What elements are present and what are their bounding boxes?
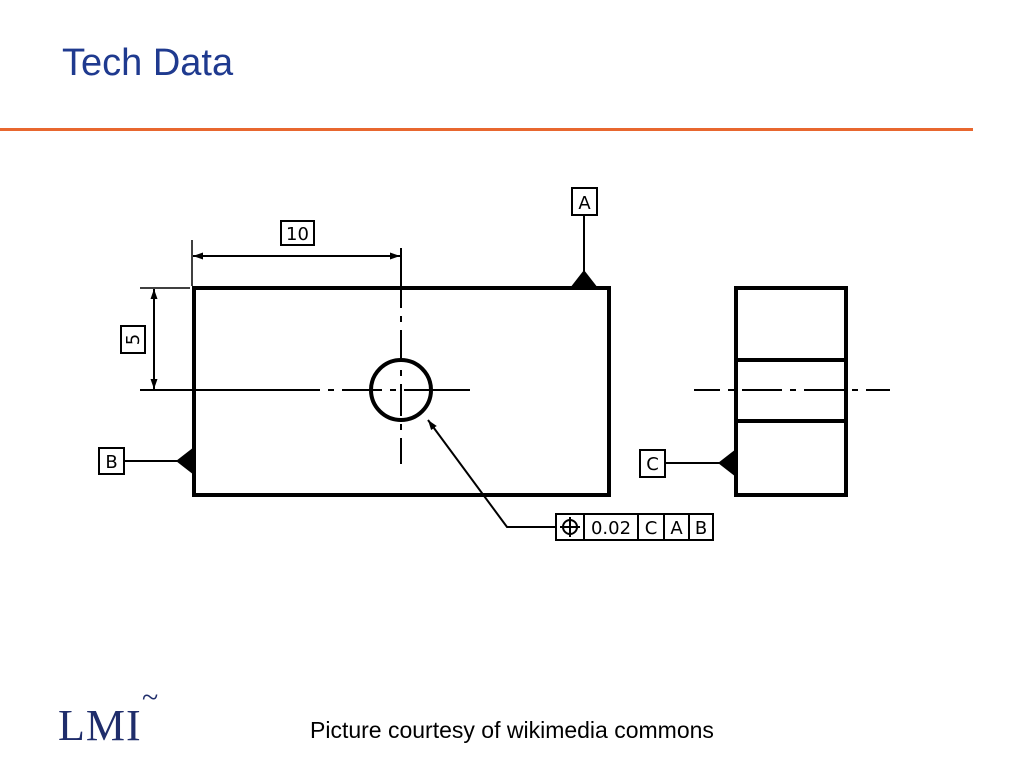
dimension-value-vertical: 5: [123, 334, 144, 345]
datum-b-triangle: [176, 447, 194, 475]
frame-datum-1: C: [645, 518, 658, 539]
feature-control-leader: [427, 419, 556, 528]
side-view-outline: [734, 286, 848, 497]
datum-c-triangle: [718, 449, 736, 477]
frame-datum-3: B: [695, 518, 707, 539]
datum-b-label: B: [105, 452, 117, 473]
dimension-box-vertical: [120, 325, 146, 354]
page-title: Tech Data: [62, 42, 234, 84]
feature-control-frame: [555, 513, 714, 541]
title-divider: [0, 128, 973, 131]
dimension-value-horizontal: 10: [286, 224, 309, 245]
dimension-box-horizontal: [280, 220, 315, 246]
datum-c-label: C: [646, 454, 659, 475]
company-logo: LMI ~: [58, 681, 158, 752]
datum-a-triangle: [570, 270, 598, 288]
logo-text: LMI: [58, 701, 142, 750]
logo-tilde-mark: ~: [142, 681, 160, 714]
datum-a-label: A: [578, 193, 591, 214]
tolerance-value: 0.02: [591, 518, 631, 539]
frame-datum-2: A: [670, 518, 683, 539]
position-icon: [560, 517, 580, 537]
picture-credit: Picture courtesy of wikimedia commons: [310, 717, 714, 743]
